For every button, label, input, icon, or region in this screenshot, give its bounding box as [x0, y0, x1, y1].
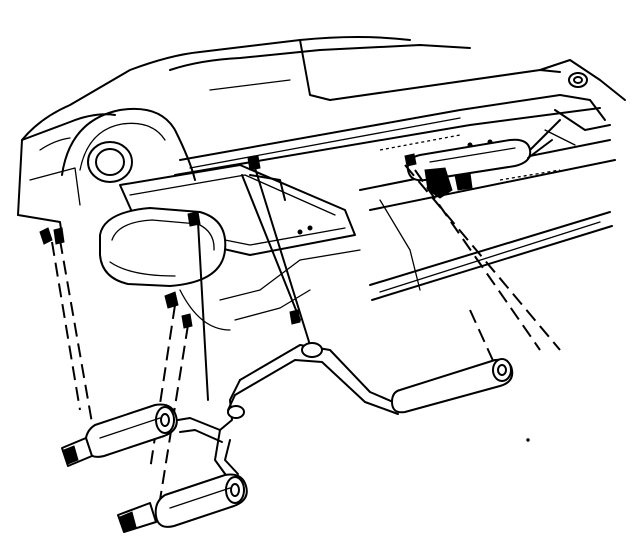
front-muffler	[391, 358, 514, 414]
hanger-brackets	[39, 153, 417, 401]
intermediate-pipe	[234, 342, 401, 415]
muffler-right	[154, 473, 248, 528]
rear-y-pipe	[177, 379, 245, 486]
muffler-left	[84, 403, 178, 458]
tailpipe-left	[61, 437, 93, 467]
body-floor-pan	[17, 36, 626, 331]
fuel-tank	[99, 207, 227, 287]
tailpipe-right	[117, 502, 157, 533]
